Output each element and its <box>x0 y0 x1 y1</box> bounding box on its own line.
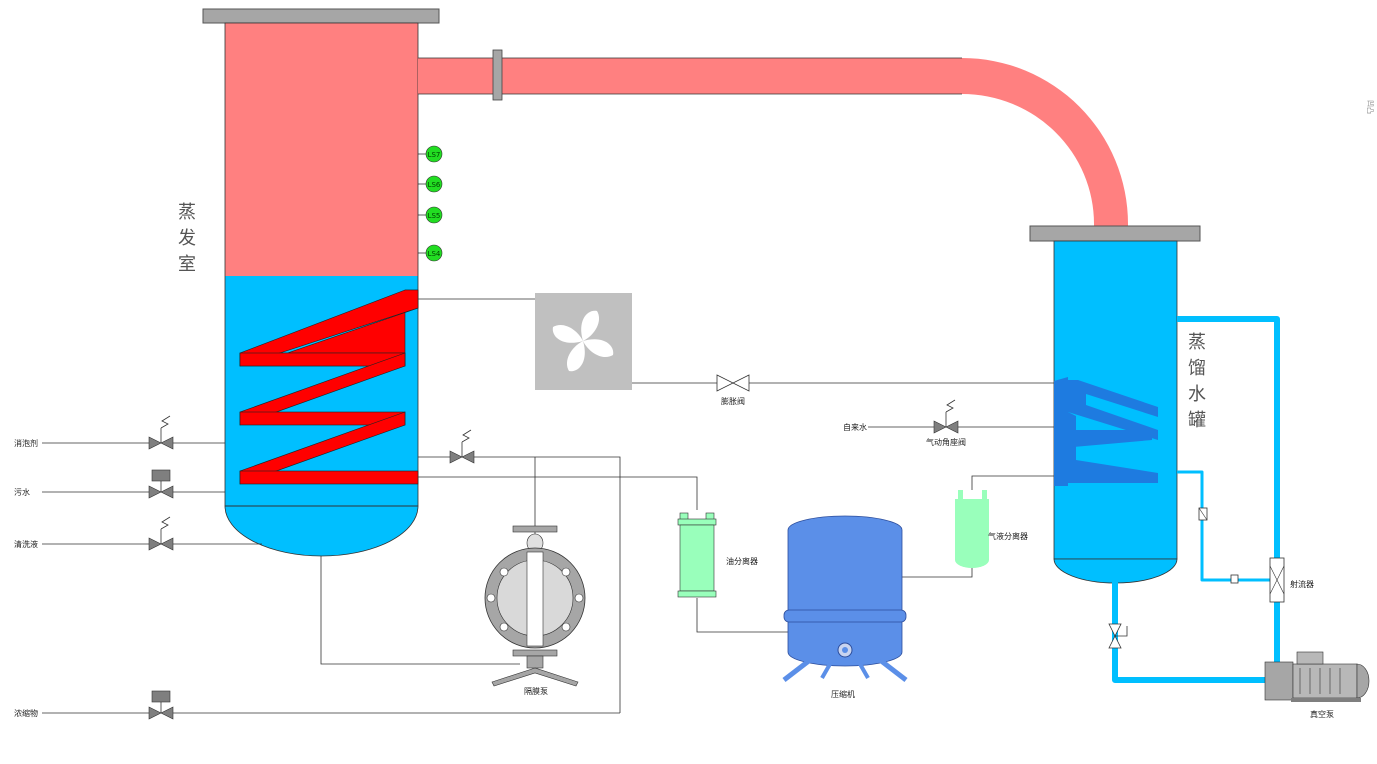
label-expansion-valve: 膨胀阀 <box>721 396 745 406</box>
vacuum-pump[interactable] <box>1264 651 1370 702</box>
distiller-label: 蒸馏水罐 <box>1186 330 1208 434</box>
label-pneumatic-valve: 气动角座阀 <box>926 437 966 447</box>
condenser-fan[interactable] <box>535 293 632 390</box>
edge-mark: 凹凸 <box>1366 100 1374 114</box>
sewage-valve[interactable] <box>148 469 174 499</box>
expansion-valve[interactable] <box>716 374 750 392</box>
level-sensors: LS7 LS6 LS5 LS4 <box>418 145 443 262</box>
level-sensor-ls4[interactable]: LS4 <box>418 244 443 262</box>
fan-icon <box>552 310 614 372</box>
level-sensor-ls5[interactable]: LS5 <box>418 206 443 224</box>
cleaning-valve[interactable] <box>148 516 174 551</box>
evaporator-bottom-head <box>224 505 419 557</box>
defoamer-valve[interactable] <box>148 415 174 450</box>
piping <box>320 298 1054 713</box>
pneumatic-angle-valve[interactable] <box>933 399 959 434</box>
evaporator-outline <box>224 22 419 507</box>
label-sewage: 污水 <box>14 487 30 497</box>
vapor-pipe <box>418 49 1128 226</box>
label-defoamer: 消泡剂 <box>14 438 38 448</box>
evaporator <box>202 8 440 557</box>
evaporator-label-text: 蒸发室 <box>178 202 196 275</box>
evaporator-top-cap <box>202 8 440 24</box>
label-ejector: 射流器 <box>1290 579 1314 589</box>
concentrate-valve[interactable] <box>148 690 174 720</box>
diaphragm-pump[interactable] <box>484 525 586 687</box>
oil-separator[interactable] <box>677 512 717 598</box>
recirculation-valve[interactable] <box>449 429 475 464</box>
evaporator-vapor-zone <box>225 23 418 276</box>
ejector[interactable] <box>1269 557 1285 603</box>
condenser-coil <box>1054 377 1158 486</box>
label-gas-liquid-separator: 气液分离器 <box>988 531 1028 541</box>
level-sensor-ls7[interactable]: LS7 <box>418 145 443 163</box>
evaporator-heating-coil <box>239 289 419 485</box>
sensor-label-ls4: LS4 <box>428 250 441 258</box>
label-tap-water: 自来水 <box>843 422 867 432</box>
sensor-label-ls6: LS6 <box>428 181 441 189</box>
vapor-pipe-flange <box>492 49 503 101</box>
gas-liquid-separator[interactable] <box>955 490 989 568</box>
sensor-label-ls5: LS5 <box>428 212 441 220</box>
distiller-tank <box>1029 225 1201 584</box>
label-diaphragm-pump: 隔膜泵 <box>524 686 548 696</box>
label-compressor: 压缩机 <box>831 689 855 699</box>
compressor[interactable] <box>782 515 908 682</box>
label-concentrate: 浓缩物 <box>14 708 38 718</box>
evaporator-label: 蒸发室 <box>176 200 198 278</box>
inline-fitting <box>1230 574 1239 584</box>
level-sensor-ls6[interactable]: LS6 <box>418 175 443 193</box>
sensor-label-ls7: LS7 <box>428 151 441 159</box>
label-oil-separator: 油分离器 <box>726 556 758 566</box>
check-valve[interactable] <box>1198 507 1208 521</box>
distiller-drain-valve[interactable] <box>1108 623 1128 649</box>
label-vacuum-pump: 真空泵 <box>1310 709 1334 719</box>
label-cleaning: 清洗液 <box>14 539 38 549</box>
distiller-label-text: 蒸馏水罐 <box>1188 332 1206 431</box>
distiller-top-cap <box>1029 225 1201 242</box>
